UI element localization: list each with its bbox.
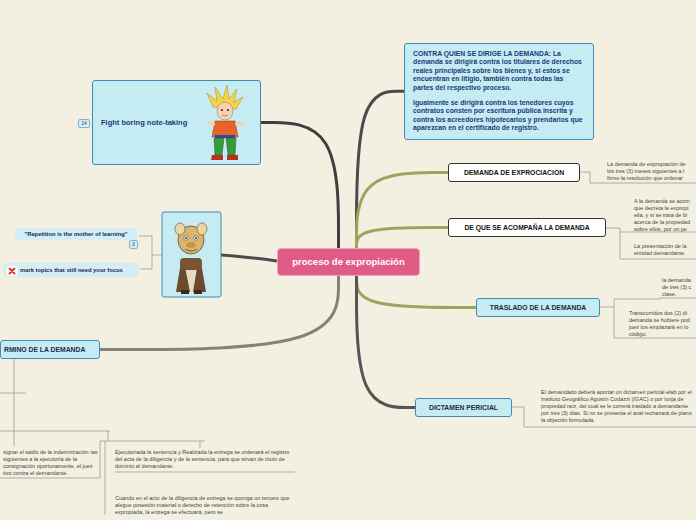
note-text: A la demanda se acom que decreta la expr… [634, 198, 694, 233]
branch-connector [357, 276, 416, 408]
node-text: mark topics that still need your focus [20, 266, 136, 274]
branch-connector [357, 228, 449, 249]
node-text: Fight boring note-taking [101, 118, 200, 128]
node-text: DEMANDA DE EXPROCIACION [453, 168, 575, 177]
note-text: El demandado deberá aportar un dictamen … [541, 389, 693, 424]
cross-icon [7, 266, 17, 276]
branch-line [221, 255, 277, 261]
note-text: Cuando en el acto de la diligencia de en… [115, 495, 291, 516]
node-text: TRASLADO DE LA DEMANDA [481, 303, 595, 312]
branch-connector [357, 173, 449, 249]
note-text: la demanda de tres (3) c clase. [662, 277, 694, 298]
branch-connector [100, 276, 339, 350]
subtopic-box: DICTAMEN PERICIAL [415, 398, 512, 417]
note-text: Transcurridos dos (2) dí demanda se hubi… [629, 310, 693, 338]
branch-connector [261, 123, 339, 249]
node-text: DICTAMEN PERICIAL [420, 403, 507, 412]
callout-number: 3 [129, 240, 138, 249]
branch-connector [357, 276, 477, 308]
leader-line [620, 232, 696, 259]
node-text: RMINO DE LA DEMANDA [4, 345, 96, 354]
picture-box [162, 212, 221, 297]
character-illustration [175, 223, 207, 294]
callout-number: 14 [78, 119, 90, 128]
node-text: DE QUE SE ACOMPAÑA LA DEMANDA [453, 223, 601, 232]
picture-frame [162, 212, 221, 297]
floating-topic: mark topics that still need your focus [3, 263, 139, 277]
leader-line [139, 236, 162, 269]
subtopic-box: TRASLADO DE LA DEMANDA [476, 298, 600, 317]
leader-line [614, 307, 696, 338]
subtopic-box: RMINO DE LA DEMANDA [0, 340, 100, 359]
note-box: CONTRA QUIEN SE DIRIGE LA DEMANDA: La de… [404, 43, 594, 140]
leader-lines [0, 172, 696, 515]
central-topic: proceso de expropiación [277, 248, 420, 276]
floating-topic: "Repetition is the mother of learning" [15, 228, 137, 240]
branch-connector [357, 91, 405, 248]
node-text: proceso de expropiación [282, 256, 415, 268]
subtopic-box: DEMANDA DE EXPROCIACION [448, 163, 580, 182]
note-text: La demanda de expropiación de los tres (… [607, 161, 693, 182]
leader-line [0, 358, 295, 515]
node-text: "Repetition is the mother of learning" [18, 230, 134, 238]
note-text: signar el saldo de la indemnización ías … [3, 449, 100, 477]
note-text: La presentación de la entidad demandante… [634, 243, 694, 257]
character-illustration [205, 85, 245, 163]
leader-line [600, 298, 696, 307]
floating-topic: Fight boring note-taking [92, 80, 261, 165]
node-text: Igualmente se dirigirá contra los tenedo… [413, 99, 585, 133]
subtopic-box: DE QUE SE ACOMPAÑA LA DEMANDA [448, 218, 606, 237]
note-text: Ejecutoriada la sentencia y Realizada la… [115, 449, 295, 470]
node-text: CONTRA QUIEN SE DIRIGE LA DEMANDA: La de… [413, 50, 585, 92]
